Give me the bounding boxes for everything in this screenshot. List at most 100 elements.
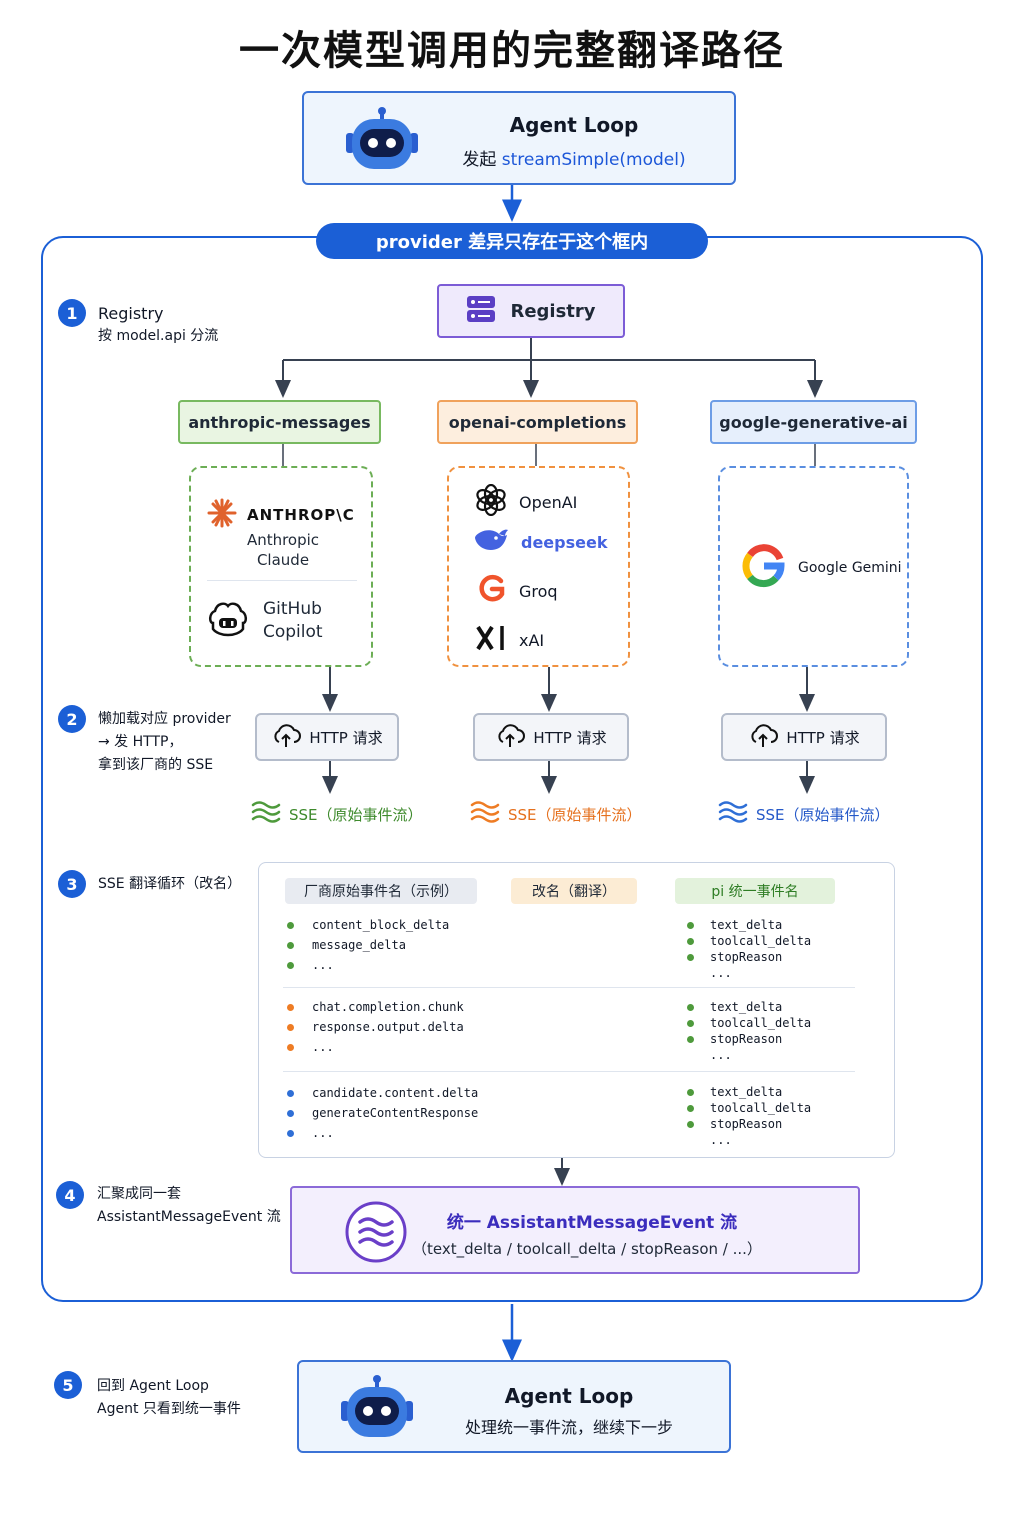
anthropic-logo: ANTHROP\C: [207, 498, 355, 532]
list-item: ...: [710, 1048, 732, 1062]
list-item: text_delta: [687, 917, 811, 933]
registry-label: Registry: [510, 300, 596, 322]
list-item: ...: [287, 1037, 464, 1057]
xai-label: xAI: [519, 630, 545, 650]
http-request-google: HTTP 请求: [721, 713, 887, 761]
list-item: ...: [287, 1123, 478, 1143]
github-copilot-label: GitHub Copilot: [263, 598, 323, 644]
step-2-text: 懒加载对应 provider → 发 HTTP， 拿到该厂商的 SSE: [98, 708, 231, 777]
provider-tab-openai: openai-completions: [437, 400, 638, 444]
step-5-line-2: Agent 只看到统一事件: [97, 1401, 241, 1417]
row-divider: [283, 1071, 855, 1072]
cloud-upload-icon: [748, 722, 779, 752]
step-1-line-1: Registry: [98, 304, 164, 323]
vendor-xai: xAI: [475, 624, 544, 656]
http-request-openai: HTTP 请求: [473, 713, 629, 761]
list-item: stopReason: [687, 1031, 811, 1047]
list-item: chat.completion.chunk: [287, 997, 464, 1017]
vendor-divider: [207, 580, 357, 581]
list-item: content_block_delta: [287, 915, 449, 935]
anthropic-name-line-2: Claude: [256, 551, 310, 569]
step-3-text: SSE 翻译循环（改名）: [98, 876, 242, 892]
provider-banner: provider 差异只存在于这个框内: [316, 223, 708, 259]
sse-label: SSE（原始事件流）: [508, 805, 642, 824]
step-4-text: 汇聚成同一套 AssistantMessageEvent 流: [97, 1183, 281, 1229]
vendor-box-anthropic: ANTHROP\C Anthropic Claude GitHub Copilo…: [189, 466, 373, 667]
list-item: ...: [710, 966, 732, 980]
raw-events-anthropic: content_block_delta message_delta ...: [287, 915, 449, 975]
server-icon: [466, 294, 496, 329]
table-header-unified: pi 统一事件名: [675, 878, 835, 904]
unified-event-stream-box: 统一 AssistantMessageEvent 流 （text_delta /…: [290, 1186, 860, 1274]
http-label: HTTP 请求: [309, 728, 383, 747]
github-copilot-item: GitHub Copilot: [207, 598, 323, 644]
http-label: HTTP 请求: [533, 728, 607, 747]
groq-label: Groq: [519, 581, 558, 601]
step-5-number: 5: [54, 1371, 82, 1399]
google-gemini-label: Google Gemini: [798, 560, 902, 576]
step-1-text: Registry 按 model.api 分流: [98, 302, 218, 348]
robot-icon: [337, 1373, 417, 1447]
list-item: stopReason: [687, 1116, 811, 1132]
copilot-icon: [207, 599, 249, 643]
vendor-openai: OpenAI: [475, 483, 577, 520]
step-3-number: 3: [58, 870, 86, 898]
vendor-box-openai: OpenAI deepseek Groq xAI: [447, 466, 630, 667]
translation-table: 厂商原始事件名（示例） 改名（翻译） pi 统一事件名 content_bloc…: [258, 862, 895, 1158]
anthropic-burst-icon: [207, 498, 237, 532]
http-label: HTTP 请求: [786, 728, 860, 747]
unified-events-row-1: text_delta toolcall_delta stopReason ...: [687, 917, 811, 981]
page-title: 一次模型调用的完整翻译路径: [239, 28, 785, 74]
step-4-number: 4: [56, 1181, 84, 1209]
list-item: candidate.content.delta: [287, 1083, 478, 1103]
sse-openai: SSE（原始事件流）: [470, 799, 642, 829]
raw-events-google: candidate.content.delta generateContentR…: [287, 1083, 478, 1143]
sse-label: SSE（原始事件流）: [289, 805, 423, 824]
step-5-line-1: 回到 Agent Loop: [97, 1378, 209, 1394]
list-item: stopReason: [687, 949, 811, 965]
github-name-line-1: GitHub: [263, 599, 322, 619]
wave-icon: [344, 1200, 408, 1268]
unified-title: 统一 AssistantMessageEvent 流: [446, 1213, 738, 1233]
list-item: response.output.delta: [287, 1017, 464, 1037]
agent-loop-end-box: Agent Loop 处理统一事件流，继续下一步: [297, 1360, 731, 1453]
list-item: ...: [710, 1133, 732, 1147]
http-request-anthropic: HTTP 请求: [255, 713, 399, 761]
sse-label: SSE（原始事件流）: [756, 805, 890, 824]
subtitle-code: streamSimple(model): [501, 150, 686, 170]
openai-icon: [475, 483, 507, 520]
wave-icon: [251, 799, 281, 829]
table-header-rename: 改名（翻译）: [511, 878, 637, 904]
agent-loop-start-box: Agent Loop 发起 streamSimple(model): [302, 91, 736, 185]
sse-google: SSE（原始事件流）: [718, 799, 890, 829]
agent-loop-title: Agent Loop: [509, 113, 639, 137]
groq-icon: [475, 572, 507, 610]
xai-icon: [475, 624, 507, 656]
deepseek-label: deepseek: [521, 532, 608, 552]
anthropic-wordmark: ANTHROP\C: [247, 506, 355, 524]
agent-loop-subtitle: 发起 streamSimple(model): [444, 145, 704, 170]
step-1-line-2: 按 model.api 分流: [98, 328, 219, 344]
vendor-google-gemini: Google Gemini: [742, 544, 902, 592]
google-g-icon: [742, 544, 786, 592]
anthropic-claude-label: Anthropic Claude: [191, 530, 375, 570]
list-item: message_delta: [287, 935, 449, 955]
vendor-deepseek: deepseek: [473, 526, 607, 558]
vendor-groq: Groq: [475, 572, 558, 610]
list-item: text_delta: [687, 1084, 811, 1100]
unified-events-row-3: text_delta toolcall_delta stopReason ...: [687, 1084, 811, 1148]
vendor-box-google: Google Gemini: [718, 466, 909, 667]
wave-icon: [718, 799, 748, 829]
provider-tab-google: google-generative-ai: [710, 400, 917, 444]
step-5-text: 回到 Agent Loop Agent 只看到统一事件: [97, 1375, 241, 1421]
table-header-raw: 厂商原始事件名（示例）: [285, 878, 477, 904]
list-item: toolcall_delta: [687, 1015, 811, 1031]
sse-anthropic: SSE（原始事件流）: [251, 799, 423, 829]
anthropic-name-line-1: Anthropic: [246, 531, 320, 549]
step-1-number: 1: [58, 299, 86, 327]
cloud-upload-icon: [271, 722, 302, 752]
step-2-number: 2: [58, 705, 86, 733]
step-4-line-1: 汇聚成同一套: [97, 1186, 181, 1202]
step-2-line-2: → 发 HTTP，: [98, 734, 183, 750]
row-divider: [283, 987, 855, 988]
